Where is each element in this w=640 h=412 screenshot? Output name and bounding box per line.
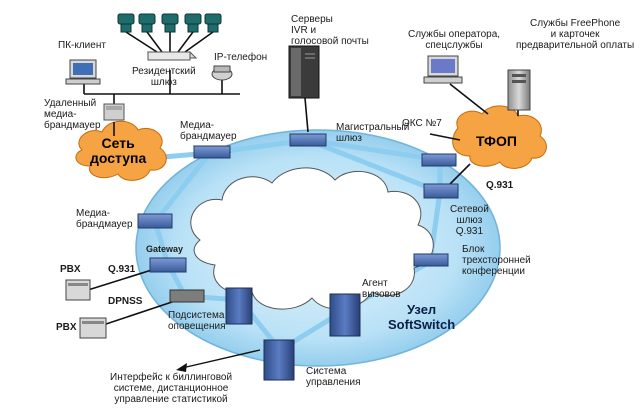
servers-label: Серверы IVR и голосовой почты (291, 14, 369, 47)
dpnss-label: DPNSS (108, 296, 143, 307)
trunk-gateway-label: Магистральный шлюз (336, 122, 410, 144)
access-network-label: Сеть доступа (90, 135, 147, 166)
pbx-top-icon (65, 279, 91, 301)
pbx-bottom-icon (79, 317, 107, 339)
tfop-label: ТФОП (476, 133, 517, 149)
pc-client-icon (65, 59, 101, 85)
notification-subsystem-label: Подсистема оповещения (168, 310, 226, 332)
media-firewall-top-icon (192, 145, 232, 159)
gateway-icon (149, 257, 187, 273)
pc-client-label: ПК-клиент (58, 40, 106, 51)
freephone-services-label: Службы FreePhone и карточек предваритель… (516, 18, 635, 51)
call-agent-label: Агент вызовов (362, 278, 401, 300)
ivr-server-icon (288, 45, 320, 99)
trunk-gateway-icon (289, 133, 327, 147)
billing-interface-label: Интерфейс к биллинговой системе, дистанц… (110, 372, 233, 405)
call-agent-server-icon (329, 293, 361, 337)
ring-device-top-right-icon (421, 153, 457, 167)
media-firewall-left-label: Медиа- брандмауер (76, 208, 133, 230)
access-network-cloud (75, 120, 167, 181)
residential-gateway-label: Резидентский шлюз (132, 66, 196, 88)
gateway-label: Gateway (146, 244, 184, 254)
signaling-lines (83, 31, 519, 327)
residential-gateway-icon (146, 51, 198, 61)
network-gateway-label: Сетевой шлюз Q.931 (450, 204, 489, 237)
ip-phone-icon (211, 65, 233, 81)
freephone-server-icon (507, 69, 531, 111)
notification-device-icon (169, 289, 205, 303)
remote-firewall-icon (103, 103, 125, 121)
media-firewall-left-icon (137, 213, 173, 229)
conference-block-label: Блок трехсторонней конференции (462, 244, 531, 277)
control-system-label: Система управления (306, 366, 361, 388)
oks7-label: ОКС №7 (402, 118, 442, 129)
billing-arrow (181, 349, 261, 369)
operator-services-label: Службы оператора, спецслужбы (408, 29, 501, 51)
pbx-bottom-label: PBX (56, 322, 77, 333)
ip-phones-icon (117, 13, 222, 33)
ip-phone-label: IP-телефон (214, 52, 268, 63)
conference-block-icon (413, 253, 449, 267)
pbx-top-label: PBX (60, 264, 81, 275)
operator-pc-icon (423, 55, 463, 84)
q931-right-label: Q.931 (486, 180, 514, 191)
network-gateway-icon (423, 183, 459, 199)
q931-left-label: Q.931 (108, 264, 136, 275)
softswitch-node-label: Узел SoftSwitch (388, 302, 456, 332)
remote-firewall-label: Удаленный медиа- брандмауер (44, 98, 101, 131)
notification-server-icon (225, 287, 253, 325)
control-system-server-icon (263, 339, 295, 381)
billing-arrowhead (176, 363, 187, 372)
media-firewall-top-label: Медиа- брандмауер (180, 120, 237, 142)
